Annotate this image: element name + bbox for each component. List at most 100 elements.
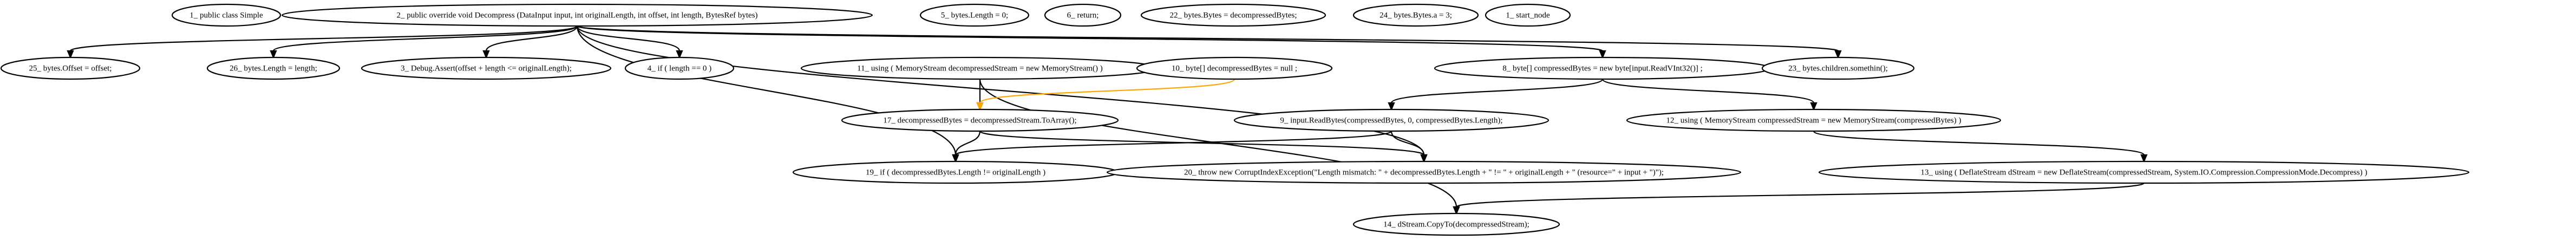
edge-line xyxy=(1601,79,1815,103)
edge-line xyxy=(69,25,578,52)
node-n25[interactable]: 25_ bytes.Offset = offset; xyxy=(0,56,141,80)
edge-n8-to-n12 xyxy=(1601,79,1817,111)
node-label: 6_ return; xyxy=(1067,11,1099,20)
node-n2[interactable]: 2_ public override void Decompress (Data… xyxy=(281,3,873,27)
edge-n10-to-n17 xyxy=(976,78,1235,111)
node-ellipse xyxy=(841,108,1119,132)
node-ellipse xyxy=(1352,212,1560,236)
edge-n13-to-n14 xyxy=(1453,182,2145,215)
node-n20[interactable]: 20_ throw new CorruptIndexException("Len… xyxy=(1106,160,1742,184)
node-n3[interactable]: 3_ Debug.Assert(offset + length <= origi… xyxy=(361,56,612,80)
node-n13[interactable]: 13_ using ( DeflateStream dStream = new … xyxy=(1818,160,2470,184)
edge-line xyxy=(954,130,1392,156)
node-label: 3_ Debug.Assert(offset + length <= origi… xyxy=(401,64,572,73)
node-label: 10_ byte[] decompressedBytes = null ; xyxy=(1172,64,1297,73)
node-label: 22_ bytes.Bytes = decompressedBytes; xyxy=(1169,11,1297,20)
node-ellipse xyxy=(919,3,1030,27)
node-n10[interactable]: 10_ byte[] decompressedBytes = null ; xyxy=(1136,56,1333,80)
edge-line xyxy=(979,78,1235,104)
node-label: 23_ bytes.children.somethin(); xyxy=(1788,64,1888,73)
node-label: 5_ bytes.Length = 0; xyxy=(941,11,1008,20)
edge-line xyxy=(954,131,981,155)
edge-n2-to-n8 xyxy=(576,25,1606,59)
node-n19[interactable]: 19_ if ( decompressedBytes.Length != ori… xyxy=(792,160,1119,184)
edge-n2-to-n23 xyxy=(576,25,1842,59)
node-ellipse xyxy=(1485,3,1571,27)
arrowhead-icon xyxy=(270,50,277,59)
graph-nodes: 1_ public class Simple 2_ public override… xyxy=(0,3,2470,236)
arrowhead-icon xyxy=(1388,102,1395,111)
edge-line xyxy=(272,25,578,52)
node-label: 26_ bytes.Length = length; xyxy=(230,64,317,73)
edge-line xyxy=(1813,130,2145,156)
arrowhead-icon xyxy=(67,50,74,59)
node-n17[interactable]: 17_ decompressedBytes = decompressedStre… xyxy=(841,108,1119,132)
node-label: 8_ byte[] compressedBytes = new byte[inp… xyxy=(1502,64,1703,73)
node-ellipse xyxy=(1352,3,1479,27)
node-ellipse xyxy=(171,3,282,27)
edge-line xyxy=(576,25,681,51)
node-label: 2_ public override void Decompress (Data… xyxy=(396,11,757,20)
edge-n2-to-n20 xyxy=(576,25,1428,163)
node-n1[interactable]: 1_ public class Simple xyxy=(171,3,282,27)
edge-line xyxy=(979,130,1425,156)
arrowhead-icon xyxy=(676,50,683,59)
arrowhead-icon xyxy=(976,102,984,111)
node-label: 1_ public class Simple xyxy=(189,11,263,20)
edge-line xyxy=(1390,79,1604,103)
edge-n8-to-n9 xyxy=(1388,79,1604,111)
edge-n2-to-n25 xyxy=(67,25,578,59)
node-ellipse xyxy=(624,56,735,80)
node-label: 13_ using ( DeflateStream dStream = new … xyxy=(1921,168,2368,177)
node-ellipse xyxy=(1626,108,2002,132)
node-n8[interactable]: 8_ byte[] compressedBytes = new byte[inp… xyxy=(1434,56,1771,80)
node-label: 12_ using ( MemoryStream compressedStrea… xyxy=(1666,116,1961,125)
node-ellipse xyxy=(1106,160,1742,184)
edge-n12-to-n13 xyxy=(1813,130,2148,163)
node-n22[interactable]: 22_ bytes.Bytes = decompressedBytes; xyxy=(1140,3,1326,27)
edge-n2-to-n4 xyxy=(576,25,683,59)
node-n5[interactable]: 5_ bytes.Length = 0; xyxy=(919,3,1030,27)
node-n4[interactable]: 4_ if ( length == 0 ) xyxy=(624,56,735,80)
node-n23[interactable]: 23_ bytes.children.somethin(); xyxy=(1761,56,1915,80)
edge-line xyxy=(1455,182,2145,208)
node-n24[interactable]: 24_ bytes.Bytes.a = 3; xyxy=(1352,3,1479,27)
node-label: 4_ if ( length == 0 ) xyxy=(648,64,712,73)
arrowhead-icon xyxy=(1834,50,1842,59)
edge-n2-to-n26 xyxy=(270,25,578,59)
node-ellipse xyxy=(1761,56,1915,80)
arrowhead-icon xyxy=(2140,154,2148,163)
node-n12[interactable]: 12_ using ( MemoryStream compressedStrea… xyxy=(1626,108,2002,132)
arrowhead-icon xyxy=(482,50,490,59)
node-label: 1_ start_node xyxy=(1506,11,1550,20)
node-n1s[interactable]: 1_ start_node xyxy=(1485,3,1571,27)
edge-line xyxy=(1390,131,1425,155)
node-ellipse xyxy=(1140,3,1326,27)
node-n14[interactable]: 14_ dStream.CopyTo(decompressedStream); xyxy=(1352,212,1560,236)
node-ellipse xyxy=(1044,3,1122,27)
node-n11[interactable]: 11_ using ( MemoryStream decompressedStr… xyxy=(800,56,1160,80)
edge-n9-to-n20 xyxy=(1390,131,1428,163)
node-n26[interactable]: 26_ bytes.Length = length; xyxy=(206,56,341,80)
node-label: 11_ using ( MemoryStream decompressedStr… xyxy=(857,64,1103,73)
node-label: 24_ bytes.Bytes.a = 3; xyxy=(1379,11,1452,20)
edge-line xyxy=(485,25,578,51)
edge-line xyxy=(576,25,1839,52)
node-ellipse xyxy=(1233,108,1549,132)
arrowhead-icon xyxy=(1453,206,1460,215)
arrowhead-icon xyxy=(952,154,959,163)
node-label: 19_ if ( decompressedBytes.Length != ori… xyxy=(866,168,1045,177)
edge-line xyxy=(576,25,957,155)
arrowhead-icon xyxy=(1420,154,1428,163)
arrowhead-icon xyxy=(1599,50,1606,59)
node-n6[interactable]: 6_ return; xyxy=(1044,3,1122,27)
node-ellipse xyxy=(281,3,873,27)
node-label: 17_ decompressedBytes = decompressedStre… xyxy=(883,116,1076,125)
node-label: 9_ input.ReadBytes(compressedBytes, 0, c… xyxy=(1280,116,1502,125)
node-n9[interactable]: 9_ input.ReadBytes(compressedBytes, 0, c… xyxy=(1233,108,1549,132)
node-ellipse xyxy=(361,56,612,80)
node-label: 20_ throw new CorruptIndexException("Len… xyxy=(1184,168,1664,177)
arrowhead-icon xyxy=(1810,102,1817,111)
edge-line xyxy=(576,25,1604,52)
